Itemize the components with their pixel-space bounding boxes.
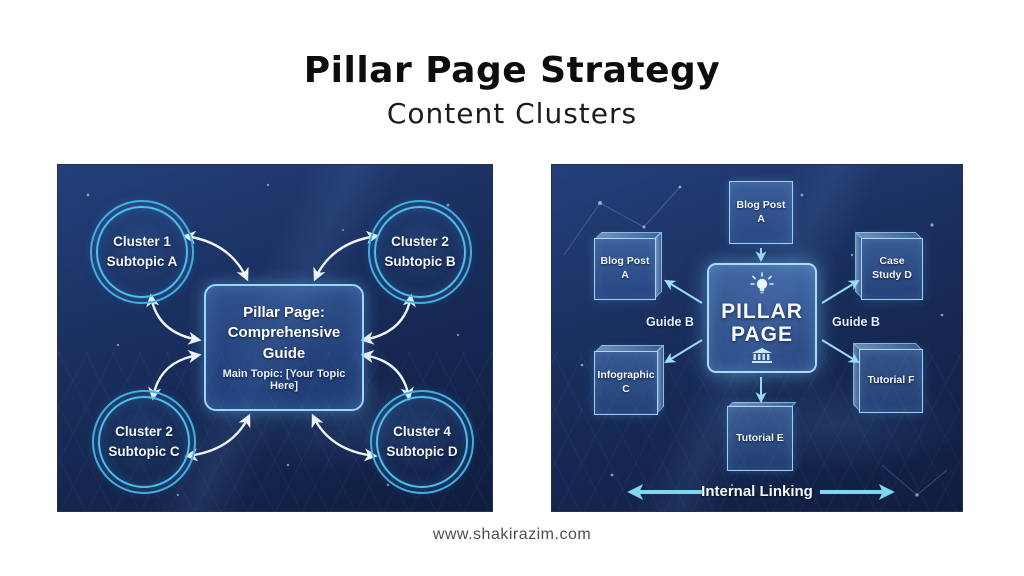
guide-label-left: Guide B [646,315,694,329]
pillar-page-box: Pillar Page: Comprehensive Guide Main To… [204,284,364,411]
node-tutorial-e-label: Tutorial E [736,431,784,444]
cube-top-face [855,232,923,239]
institution-building-icon [752,348,772,364]
internal-linking-label: Internal Linking [701,483,813,500]
cube-side-face [855,231,862,299]
footer-url: www.shakirazim.com [432,526,592,543]
guide-label-right: Guide B [832,315,880,329]
node-blog-post-top-label: Blog Post A [736,198,786,225]
cube-side-face [655,231,662,299]
cluster-node-4: Cluster 4 Subtopic D [370,390,474,494]
pillar-box-title: Pillar Page: [243,304,325,322]
cube-side-face [853,342,860,412]
pillar-box-note: Main Topic: [Your Topic Here] [222,367,346,392]
cluster-node-3-label: Cluster 2 Subtopic C [108,424,180,459]
node-case-study: Case Study D [855,231,923,300]
node-tutorial-f: Tutorial F [853,342,923,413]
pillar-page-hub-label: PILLAR PAGE [721,299,803,346]
pillar-hub-panel: Blog Post A Blog Post A Case Study D Inf… [551,164,963,512]
pillar-box-subtitle: Comprehensive Guide [227,324,341,362]
pillar-page-hub: PILLAR PAGE [707,263,817,373]
lightbulb-icon [750,272,774,294]
node-tutorial-f-label: Tutorial F [867,374,915,387]
node-infographic: Infographic C [594,344,664,415]
cube-top-face [727,402,797,407]
cube-top-face [594,345,664,352]
cube-side-face [657,344,664,414]
page-subtitle: Content Clusters [386,97,638,130]
cluster-node-1-label: Cluster 1 Subtopic A [106,234,178,269]
background-streak [552,165,962,511]
node-case-study-label: Case Study D [872,255,912,281]
cube-top-face [594,232,662,239]
cluster-node-4-label: Cluster 4 Subtopic D [386,424,458,459]
cluster-node-2: Cluster 2 Subtopic B [368,200,472,304]
cluster-node-3: Cluster 2 Subtopic C [92,390,196,494]
cluster-diagram-panel: Cluster 1 Subtopic A Cluster 2 Subtopic … [57,164,493,512]
node-blog-post-left-label: Blog Post A [600,255,650,281]
page-title: Pillar Page Strategy [303,50,721,91]
cube-top-face [853,343,923,350]
cluster-node-1: Cluster 1 Subtopic A [90,200,194,304]
node-infographic-label: Infographic C [597,369,655,395]
node-tutorial-e: Tutorial E [727,402,797,471]
node-blog-post-top: Blog Post A [729,181,793,244]
node-blog-post-left: Blog Post A [594,231,662,300]
cluster-node-2-label: Cluster 2 Subtopic B [384,234,456,269]
header: Pillar Page Strategy Content Clusters [0,50,1024,130]
